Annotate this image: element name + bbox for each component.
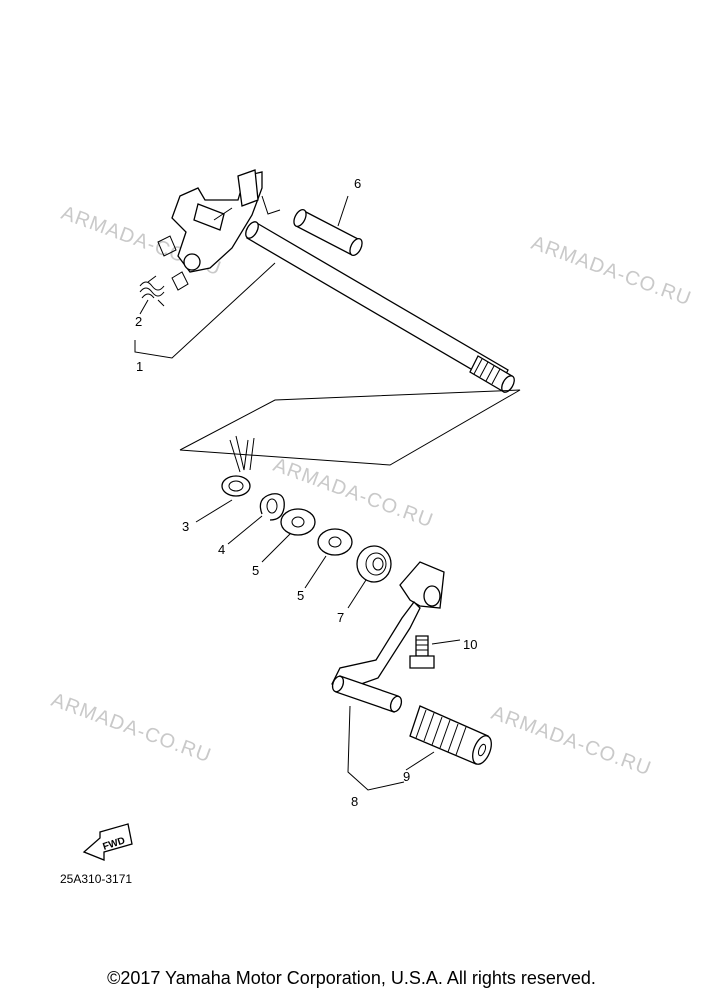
shift-shaft [157,169,515,393]
callout-10: 10 [463,637,477,652]
washer-2 [317,528,353,556]
callout-8: 8 [351,794,358,809]
callout-1: 1 [136,359,143,374]
callout-2: 2 [135,314,142,329]
circlip [259,493,285,521]
watermark-5: ARMADA-CO.RU [488,702,654,780]
callout-7: 7 [337,610,344,625]
cotter-pin [221,435,255,497]
bearing [356,545,392,583]
callout-5a: 5 [252,563,259,578]
callout-5b: 5 [297,588,304,603]
group-outline [179,389,521,466]
return-spring [139,275,165,307]
watermark-2: ARMADA-CO.RU [528,232,694,310]
callout-6: 6 [354,176,361,191]
callout-3: 3 [182,519,189,534]
callout-9: 9 [403,769,410,784]
watermark-4: ARMADA-CO.RU [48,689,214,767]
pedal-rubber [409,705,492,765]
shift-pedal [331,561,445,713]
callouts: 1 2 3 4 5 5 6 7 8 9 10 [135,176,477,809]
copyright-notice: ©2017 Yamaha Motor Corporation, U.S.A. A… [107,968,596,988]
washer-1 [280,508,316,536]
shaft-collar [293,209,363,256]
diagram-code: 25A310-3171 [60,872,132,886]
fwd-arrow-icon: FWD [82,823,133,861]
pinch-bolt [409,635,435,669]
callout-4: 4 [218,542,225,557]
leader-lines [134,195,461,791]
